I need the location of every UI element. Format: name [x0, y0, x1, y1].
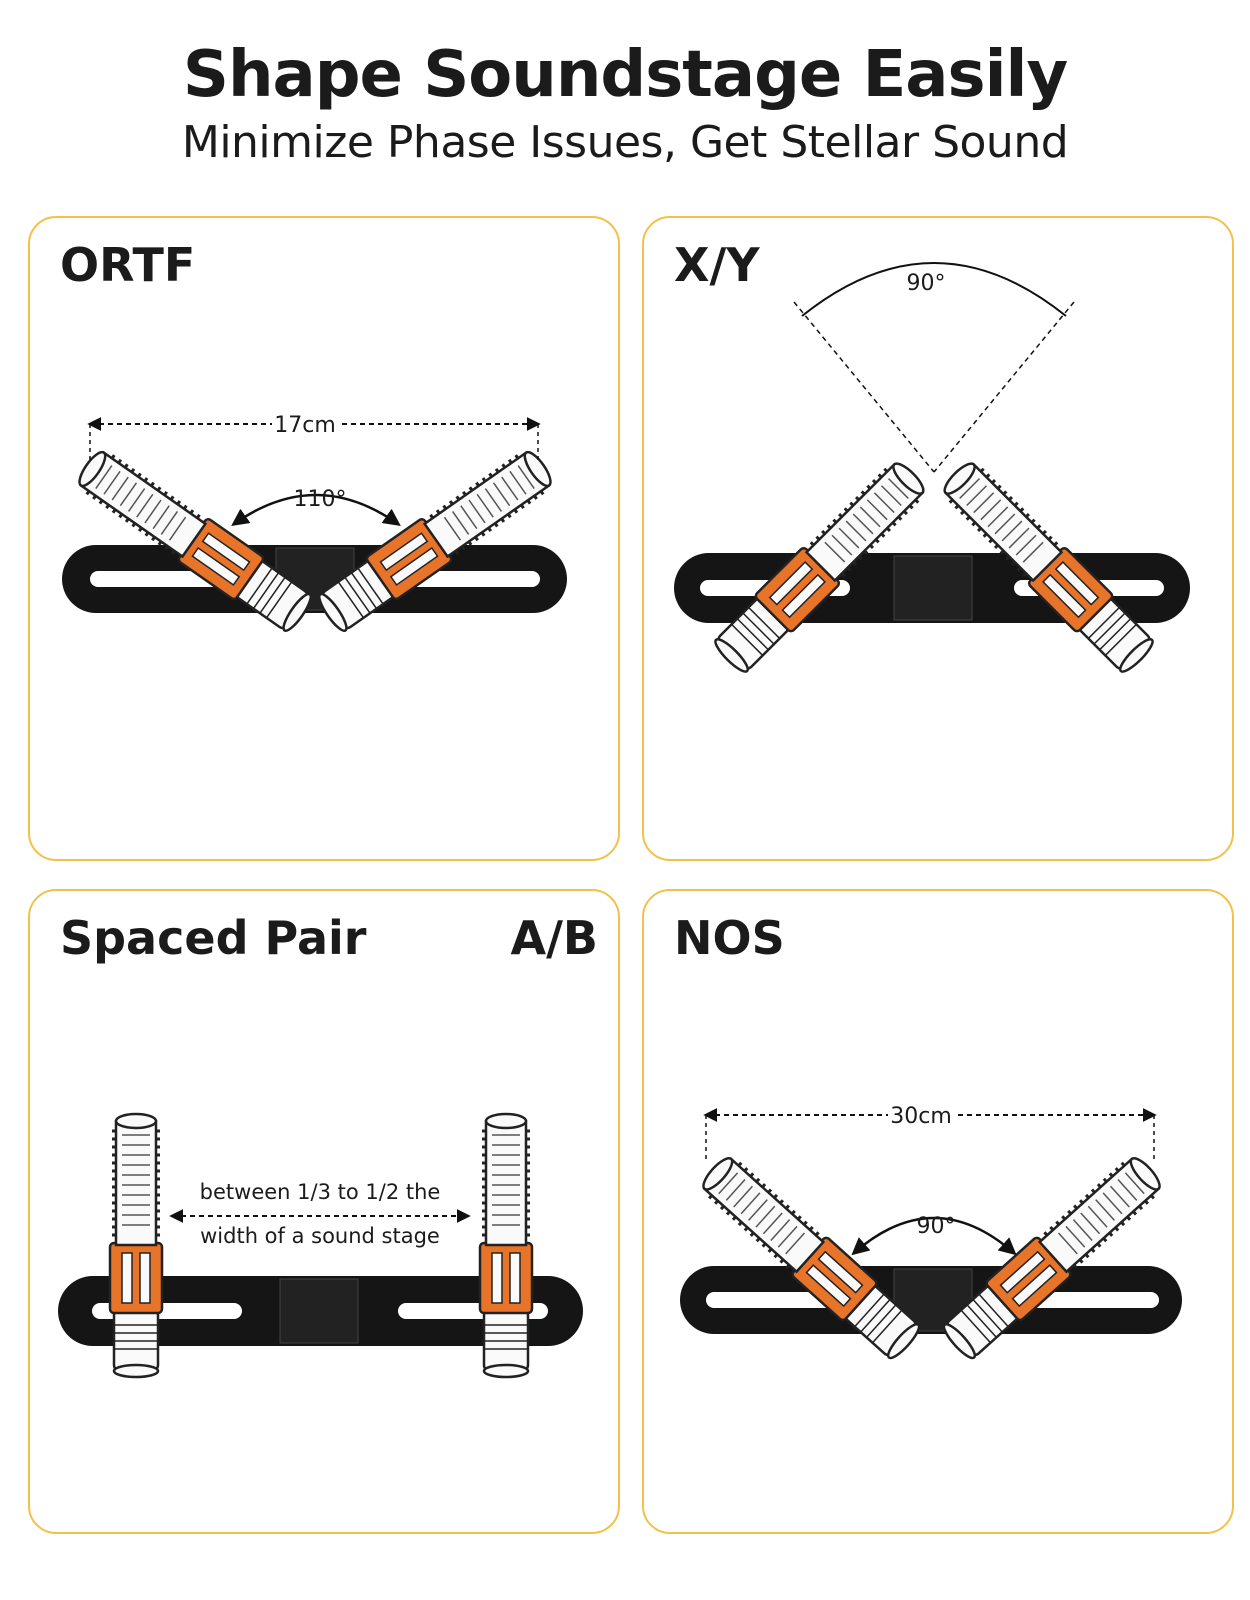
nos-diagram: 30cm 90°	[680, 1101, 1182, 1366]
page-title: Shape Soundstage Easily	[182, 38, 1068, 112]
angle-arc	[231, 493, 401, 527]
spaced-pair-panel: Spaced Pair A/B between 1/3 to 1/2 the w…	[28, 889, 620, 1534]
ortf-panel: ORTF 17cm 110°	[28, 216, 620, 861]
mount-bar	[680, 1266, 1182, 1334]
angle-label: 90°	[907, 271, 946, 296]
ortf-title: ORTF	[60, 238, 196, 292]
distance-label: 30cm	[890, 1104, 952, 1129]
spaced-pair-diagram: between 1/3 to 1/2 the width of a sound …	[58, 1112, 583, 1379]
nos-panel: NOS 30cm 90°	[642, 889, 1234, 1534]
spaced-pair-title: Spaced Pair	[60, 911, 367, 965]
left-axis-line	[793, 301, 935, 473]
angle-arc	[801, 262, 1067, 317]
angle-label: 110°	[294, 487, 347, 512]
angle-label: 90°	[917, 1214, 956, 1239]
right-microphone	[478, 1112, 534, 1379]
spacing-note-line1: between 1/3 to 1/2 the	[200, 1180, 441, 1204]
right-axis-line	[933, 301, 1075, 473]
distance-label: 17cm	[274, 413, 336, 438]
mount-bar	[58, 1276, 583, 1346]
left-microphone	[108, 1112, 164, 1379]
page-subtitle: Minimize Phase Issues, Get Stellar Sound	[181, 117, 1069, 168]
nos-title: NOS	[674, 911, 785, 965]
spacing-note-line2: width of a sound stage	[200, 1224, 440, 1248]
xy-diagram: 90°	[674, 262, 1190, 680]
mount-bar	[62, 545, 567, 613]
ortf-diagram: 17cm 110°	[62, 410, 567, 639]
angle-arc	[851, 1216, 1017, 1256]
ab-title: A/B	[510, 911, 598, 965]
xy-title: X/Y	[674, 238, 760, 292]
xy-panel: X/Y 90°	[642, 216, 1234, 861]
